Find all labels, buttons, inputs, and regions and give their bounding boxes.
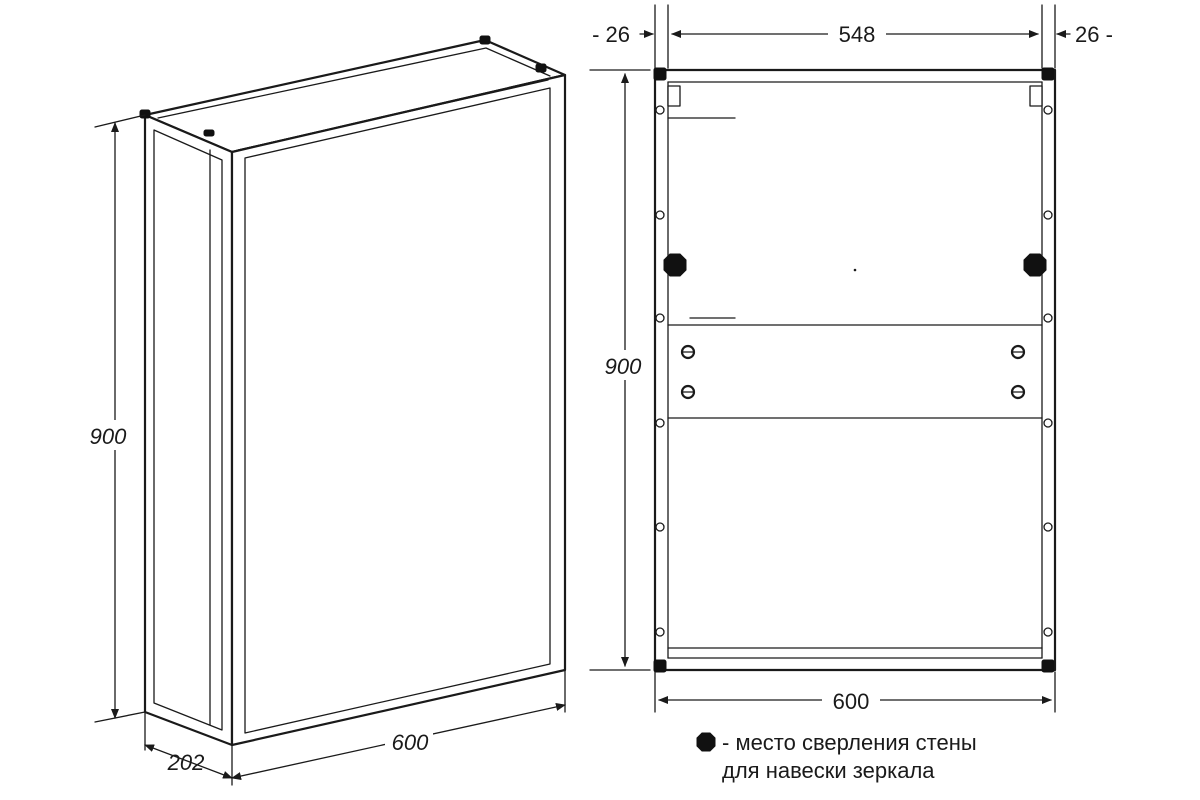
front-right-offset-label: 26 -	[1075, 22, 1113, 47]
front-width-label: 600	[833, 689, 870, 714]
shelf-peg-holes-left	[655, 105, 665, 637]
drill-point-left	[663, 253, 687, 277]
legend-line-2: для навески зеркала	[722, 758, 935, 783]
legend-drill-marker	[696, 732, 716, 752]
drill-point-right	[1023, 253, 1047, 277]
iso-depth-label: 202	[167, 750, 205, 775]
front-view-cabinet: 548 - 26 26 - 900 600	[589, 4, 1113, 714]
iso-height-label: 900	[90, 424, 127, 449]
iso-width-label: 600	[392, 730, 429, 755]
front-height-label: 900	[605, 354, 642, 379]
isometric-cabinet: 900 202 600	[88, 35, 567, 786]
legend: - место сверления стены для навески зерк…	[696, 730, 977, 783]
front-left-offset-label: - 26	[592, 22, 630, 47]
panel-screw-holes	[680, 344, 1026, 400]
front-inner-width-label: 548	[839, 22, 876, 47]
legend-line-1: - место сверления стены	[722, 730, 977, 755]
shelf-peg-holes-right	[1043, 105, 1053, 637]
